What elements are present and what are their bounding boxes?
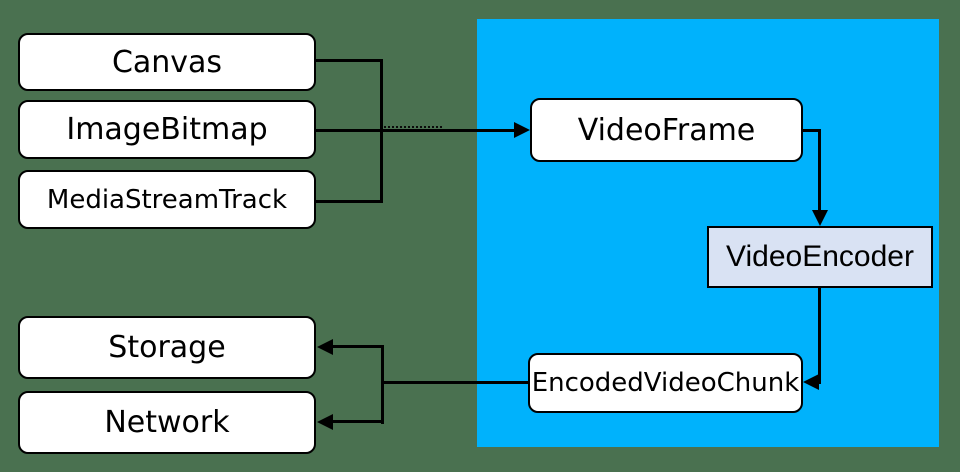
arrowhead-into-network: [317, 414, 333, 430]
connector-videoencoder-to-chunk: [818, 288, 821, 384]
connector-to-network: [331, 420, 383, 423]
node-canvas: Canvas: [18, 33, 316, 91]
node-network: Network: [18, 391, 316, 454]
node-mediastreamtrack: MediaStreamTrack: [18, 170, 316, 229]
node-encodedvideochunk: EncodedVideoChunk: [528, 353, 803, 413]
arrowhead-into-encodedvideochunk: [803, 374, 819, 390]
connector-videoframe-to-videoencoder: [818, 129, 821, 211]
connector-canvas-to-trunk: [316, 59, 382, 62]
connector-to-storage: [331, 345, 383, 348]
connector-sinks-trunk: [381, 345, 384, 424]
node-videoencoder: VideoEncoder: [707, 226, 933, 288]
arrowhead-into-videoframe: [514, 122, 530, 138]
node-videoframe: VideoFrame: [530, 98, 803, 162]
connector-dotted-overlap: [384, 126, 442, 128]
connector-mediastreamtrack-to-trunk: [316, 200, 382, 203]
arrowhead-into-videoencoder: [812, 210, 828, 226]
connector-sources-to-videoframe: [316, 129, 515, 132]
connector-videoframe-out: [803, 129, 821, 132]
connector-chunk-out: [383, 381, 528, 384]
node-storage: Storage: [18, 316, 316, 379]
arrowhead-into-storage: [317, 339, 333, 355]
node-imagebitmap: ImageBitmap: [18, 100, 316, 159]
